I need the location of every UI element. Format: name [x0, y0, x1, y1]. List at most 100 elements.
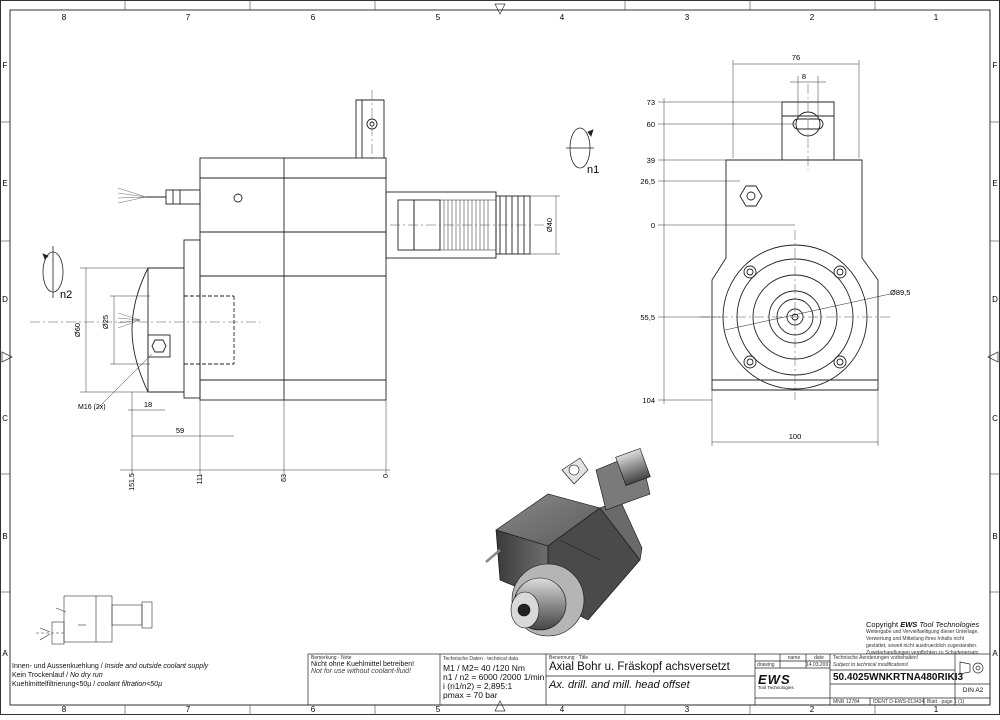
dim-18: 18 — [144, 400, 152, 409]
note-filtration: Kuehlmittelfiltrierung<50µ / coolant fil… — [12, 681, 163, 688]
front-view — [700, 84, 891, 400]
row-label-left-C: C — [2, 414, 8, 423]
warning-caption: Bemerkung · Note — [311, 655, 352, 661]
projection-symbol-icon — [959, 661, 984, 675]
rotation-n1-icon — [566, 127, 594, 169]
pressure-value: pmax = 70 bar — [443, 690, 498, 700]
drawing-date: 14.03.2007 — [806, 662, 832, 668]
col-name: name — [787, 655, 801, 661]
dim-76: 76 — [792, 53, 800, 62]
dim-151: 151,5 — [129, 473, 136, 491]
dim-m16: M16 (2x) — [78, 404, 106, 411]
note-dry-run: Kein Trockenlauf / No dry run — [12, 672, 103, 679]
copyright-block: Copyright EWS Tool Technologies Weiterga… — [866, 620, 991, 657]
dim-111: 111 — [197, 474, 204, 485]
row-label-left-A: A — [2, 649, 8, 658]
col-label-bottom-8: 8 — [62, 705, 67, 714]
paper-format: DIN A2 — [962, 687, 984, 694]
rotation-n1-label: n1 — [587, 164, 599, 176]
row-label-right-F: F — [993, 61, 998, 70]
col-date: date — [814, 655, 824, 661]
title-de: Axial Bohr u. Fräskopf achsversetzt — [549, 661, 730, 673]
note-coolant: Innen- und Aussenkuehlung / Inside and o… — [12, 663, 209, 670]
warning-en: Not for use without coolant-fluid! — [311, 668, 411, 675]
logo-mark: EWS — [758, 672, 791, 687]
dim-0-side: 0 — [383, 474, 390, 478]
title-block-lines — [307, 653, 991, 706]
ident-number: IDENT D-EWS-013434 — [873, 699, 925, 705]
row-label-left-B: B — [2, 532, 7, 541]
col-label-bottom-2: 2 — [810, 705, 815, 714]
warning-cell: Bemerkung · Note Nicht ohne Kuehlmittel … — [311, 655, 439, 675]
col-label-top-4: 4 — [560, 13, 565, 22]
sheet-number: Blatt · page 1 (1) — [927, 699, 965, 705]
mnr-number: MNR 12784 — [833, 699, 860, 705]
title-cell: Benennung · Title Axial Bohr u. Fräskopf… — [549, 655, 754, 691]
dim-0-front: 0 — [651, 221, 655, 230]
center-markers — [1, 3, 999, 712]
row-label-right-E: E — [992, 179, 997, 188]
rotation-n2-label: n2 — [60, 289, 72, 301]
col-label-top-2: 2 — [810, 13, 815, 22]
row-label-left-F: F — [3, 61, 8, 70]
technical-data-cell: Technische Daten · technical data M1 / M… — [443, 655, 545, 700]
ratio-value: i (n1/n2) = 2,895:1 — [443, 681, 513, 691]
change-de: Technische Aenderungen vorbehalten! — [833, 655, 919, 661]
dim-100: 100 — [789, 432, 802, 441]
title-en: Ax. drill. and mill. head offset — [549, 679, 690, 691]
side-view — [30, 90, 550, 401]
dim-60: 60 — [647, 120, 655, 129]
title-caption: Benennung · Title — [549, 655, 589, 661]
dim-d60: Ø60 — [73, 323, 82, 337]
dim-d25: Ø25 — [101, 315, 110, 329]
dim-26-5: 26,5 — [640, 177, 655, 186]
dim-73: 73 — [647, 98, 655, 107]
row-drawing: drawing — [757, 662, 775, 668]
copyright-heading: Copyright EWS Tool Technologies — [866, 620, 980, 629]
coolant-notes: Innen- und Aussenkuehlung / Inside and o… — [12, 662, 302, 689]
col-label-bottom-5: 5 — [436, 705, 441, 714]
dim-63: 63 — [281, 474, 288, 482]
row-label-right-B: B — [992, 532, 997, 541]
dim-d89-5: Ø89,5 — [890, 288, 910, 297]
dim-39: 39 — [647, 156, 655, 165]
copyright-line-4: Zuwiderhandlungen verpflichten zu Schade… — [866, 650, 980, 656]
col-label-bottom-1: 1 — [934, 705, 939, 714]
logo-tagline: Tool Technologies — [758, 685, 794, 690]
col-label-bottom-3: 3 — [685, 705, 690, 714]
isometric-render — [485, 448, 651, 637]
coolant-spray-icon — [117, 187, 147, 329]
dim-d40: Ø40 — [545, 218, 554, 232]
assembly-thumbnail — [36, 595, 153, 645]
col-label-top-8: 8 — [62, 13, 67, 22]
copyright-line-3: gestattet, soweit nicht ausdruecklich zu… — [866, 643, 978, 649]
row-label-right-D: D — [992, 295, 998, 304]
tech-caption: Technische Daten · technical data — [443, 656, 519, 662]
dim-8: 8 — [802, 72, 806, 81]
change-en: Subject to technical modifications! — [833, 662, 909, 668]
speed-value: n1 / n2 = 6000 /2000 1/min — [443, 672, 545, 682]
copyright-line-2: Verwertung und Mitteilung ihres Inhalts … — [866, 636, 965, 642]
col-label-top-7: 7 — [186, 13, 191, 22]
col-label-top-6: 6 — [311, 13, 316, 22]
warning-de: Nicht ohne Kuehlmittel betreiben! — [311, 661, 415, 668]
row-label-right-C: C — [992, 414, 998, 423]
ews-logo: EWS Tool Technologies — [758, 672, 794, 690]
col-label-bottom-4: 4 — [560, 705, 565, 714]
row-label-right-A: A — [992, 649, 998, 658]
dim-55-5: 55,5 — [640, 313, 655, 322]
rotation-n2-icon — [42, 246, 64, 298]
part-number: 50.4025WNKRTNA480RIKI3 — [833, 672, 964, 683]
copyright-line-1: Weitergabe und Vervielfaeltigung dieser … — [866, 629, 979, 635]
col-label-top-3: 3 — [685, 13, 690, 22]
col-label-bottom-6: 6 — [311, 705, 316, 714]
dim-104: 104 — [642, 396, 655, 405]
col-label-bottom-7: 7 — [186, 705, 191, 714]
col-label-top-5: 5 — [436, 13, 441, 22]
side-dimension-lines — [80, 195, 560, 475]
col-label-top-1: 1 — [934, 13, 939, 22]
front-dimension-lines — [658, 60, 879, 446]
